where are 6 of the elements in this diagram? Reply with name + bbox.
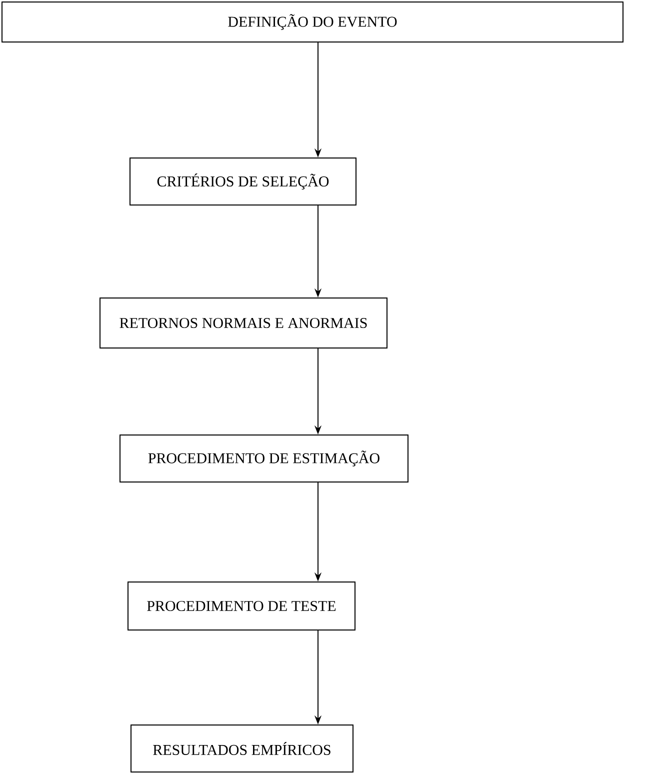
process-box: CRITÉRIOS DE SELEÇÃO: [130, 158, 356, 206]
process-box: PROCEDIMENTO DE ESTIMAÇÃO: [120, 434, 408, 482]
process-box: RETORNOS NORMAIS E ANORMAIS: [100, 298, 388, 348]
process-box: DEFINIÇÃO DO EVENTO: [2, 2, 624, 42]
process-box: PROCEDIMENTO DE TESTE: [128, 582, 356, 630]
process-box: RESULTADOS EMPÍRICOS: [130, 724, 354, 772]
